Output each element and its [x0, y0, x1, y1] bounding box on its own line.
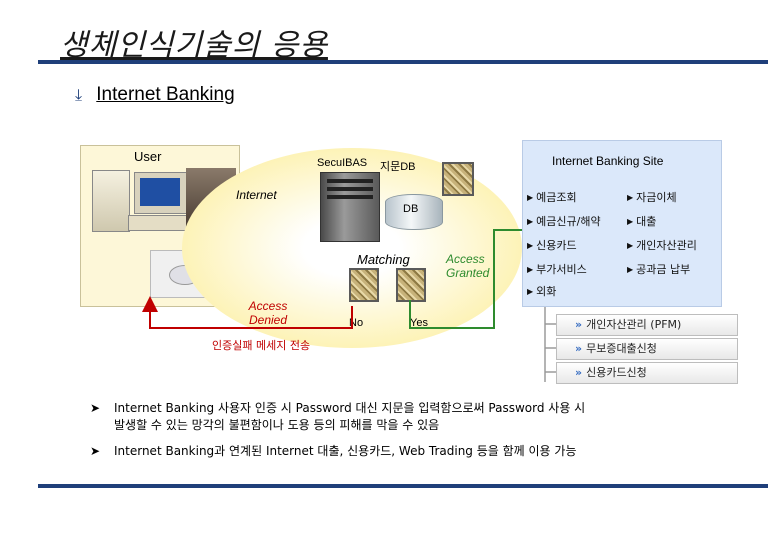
menu-item-loan[interactable]: 대출: [627, 213, 656, 229]
menu-item-credit-card[interactable]: 신용카드: [527, 237, 576, 253]
fingerprint-db-label: 지문DB: [380, 161, 416, 173]
menu-item-foreign-exchange[interactable]: 외화: [527, 283, 556, 299]
server-icon: [320, 172, 380, 242]
footer-divider: [38, 484, 768, 488]
pc-tower: [92, 170, 130, 232]
access-granted-label: Access Granted: [446, 252, 490, 280]
fail-message-label: 인증실패 메세지 전송: [212, 339, 311, 352]
menu-item-utility-payment[interactable]: 공과금 납부: [627, 261, 690, 277]
section-heading-label: Internet Banking: [96, 84, 235, 105]
fingerprint-image: [396, 268, 426, 302]
fingerprint-image: [349, 268, 379, 302]
arrow-down-icon: ⤓: [75, 87, 83, 104]
arrow-right-icon: ➤: [90, 444, 101, 458]
internet-label: Internet: [236, 188, 277, 202]
menu-item-extra-services[interactable]: 부가서비스: [527, 261, 587, 277]
pfm-button[interactable]: ››개인자산관리 (PFM): [556, 314, 738, 336]
granted-line: [409, 229, 522, 329]
yes-label: Yes: [410, 317, 428, 329]
bullet-item: ➤ Internet Banking 사용자 인증 시 Password 대신 …: [90, 401, 586, 432]
fingerprint-image: [442, 162, 474, 196]
db-icon: [385, 194, 443, 230]
double-chevron-icon: ››: [575, 318, 582, 331]
bullet-item: ➤ Internet Banking과 연계된 Internet 대출, 신용카…: [90, 444, 577, 458]
page-title: 생체인식기술의 응용: [60, 28, 328, 63]
unsecured-loan-button[interactable]: ››무보증대출신청: [556, 338, 738, 360]
user-label: User: [134, 149, 162, 164]
server-label: SecuIBAS: [317, 157, 368, 169]
menu-item-account-open-close[interactable]: 예금신규/해약: [527, 213, 600, 229]
arrow-right-icon: ➤: [90, 401, 101, 415]
title-divider: [38, 60, 768, 64]
double-chevron-icon: ››: [575, 342, 582, 355]
double-chevron-icon: ››: [575, 366, 582, 379]
section-heading: ⤓ Internet Banking: [75, 84, 235, 106]
menu-item-deposit-inquiry[interactable]: 예금조회: [527, 189, 576, 205]
pc-monitor: [134, 172, 188, 214]
credit-card-apply-button[interactable]: ››신용카드신청: [556, 362, 738, 384]
banking-site-title: Internet Banking Site: [552, 154, 664, 168]
menu-item-transfer[interactable]: 자금이체: [627, 189, 676, 205]
db-label: DB: [403, 203, 419, 215]
menu-item-asset-management[interactable]: 개인자산관리: [627, 237, 697, 253]
access-denied-label: Access Denied: [248, 299, 288, 327]
matching-label: Matching: [357, 252, 410, 267]
denied-arrow: [142, 296, 353, 329]
